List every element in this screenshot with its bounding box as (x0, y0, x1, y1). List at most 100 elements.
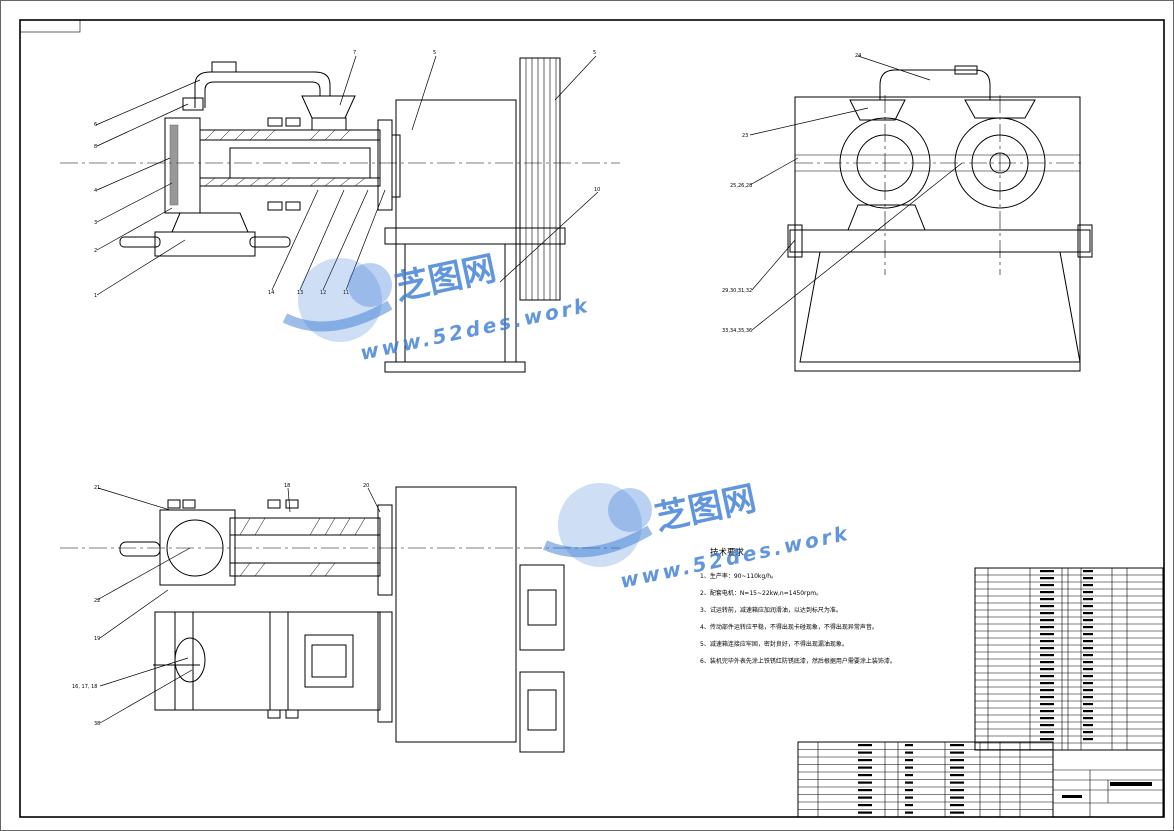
table-cell-mark (950, 796, 964, 799)
table-cell-mark (1083, 654, 1093, 657)
balloon-text: 3 (94, 220, 97, 226)
balloon-text: 1 (94, 293, 97, 299)
table-cell-mark (858, 804, 872, 807)
tech-item: 1、生产率：90~110kg/h。 (700, 572, 777, 580)
table-cell-mark (1040, 612, 1054, 615)
balloon-text: 22 (94, 598, 100, 604)
table-cell-mark (1040, 724, 1054, 727)
table-cell-mark (1040, 696, 1054, 699)
table-cell-mark (1040, 626, 1054, 629)
table-cell-mark (905, 804, 913, 807)
table-cell-mark (1083, 668, 1093, 671)
table-cell-mark (950, 774, 964, 777)
watermark-url: www.52des.work (358, 293, 592, 365)
side-view (787, 65, 1093, 372)
table-cell-mark (1083, 675, 1093, 678)
table-cell-mark (1040, 738, 1054, 741)
technical-requirements: 技术要求 1、生产率：90~110kg/h。 2、配套电机：N=15~22kw,… (700, 547, 896, 665)
table-cell-mark (905, 811, 913, 814)
balloon-text: 2 (94, 248, 97, 254)
balloon-text: 13 (297, 290, 303, 296)
table-cell-mark (1083, 724, 1093, 727)
table-cell-mark (858, 766, 872, 769)
table-cell-mark (858, 744, 872, 747)
table-cell-mark (1040, 682, 1054, 685)
front-section-view (60, 57, 620, 373)
balloon-text: 25,26,28 (730, 183, 752, 189)
balloon-text: 10 (594, 187, 600, 193)
balloon-group-front: 6 8 4 3 2 1 7 5 5 10 14 13 12 1 (94, 50, 600, 299)
tech-item: 5、减速箱连接应牢固，密封良好，不得出现漏油现象。 (700, 640, 848, 648)
table-cell-mark (1083, 640, 1093, 643)
table-cell-mark (1083, 703, 1093, 706)
table-cell-mark (1040, 640, 1054, 643)
table-cell-mark (1083, 598, 1093, 601)
table-cell-mark (858, 789, 872, 792)
table-cell-mark (905, 796, 913, 799)
table-cell-mark (1083, 584, 1093, 587)
table-cell-mark (1040, 661, 1054, 664)
tech-item: 3、试运转前，减速箱应加润滑油，以达到标尺为准。 (700, 606, 842, 614)
table-cell-mark (1083, 619, 1093, 622)
watermark-brand: 芝图网 (652, 478, 760, 538)
table-cell-mark (950, 789, 964, 792)
table-cell-mark (1040, 605, 1054, 608)
table-cell-mark (858, 774, 872, 777)
table-cell-mark (950, 766, 964, 769)
balloon-group-side: 24 23 25,26,28 29,30,31,32 33,34,35,36 (722, 53, 963, 334)
table-cell-mark (858, 759, 872, 762)
table-cell-mark (905, 759, 913, 762)
table-cell-mark (1083, 591, 1093, 594)
table-cell-mark (1040, 717, 1054, 720)
table-cell-mark (1083, 647, 1093, 650)
balloon-text: 16, 17, 18 (72, 684, 97, 690)
tech-item: 2、配套电机：N=15~22kw,n=1450rpm。 (700, 589, 822, 597)
balloon-group-plan: 21 22 18 20 19 16, 17, 18 38 (72, 483, 381, 727)
balloon-text: 12 (320, 290, 326, 296)
balloon-text: 33,34,35,36 (722, 328, 752, 334)
balloon-text: 21 (94, 485, 100, 491)
table-cell-mark (1040, 654, 1054, 657)
table-cell-mark (1040, 668, 1054, 671)
table-cell-mark (905, 781, 913, 784)
watermark-brand: 芝图网 (392, 248, 500, 308)
table-cell-mark (905, 751, 913, 754)
table-cell-mark (950, 759, 964, 762)
table-cell-mark (950, 751, 964, 754)
table-cell-mark (1083, 633, 1093, 636)
table-cell-mark (858, 751, 872, 754)
table-cell-mark (1040, 710, 1054, 713)
table-cell-mark (905, 789, 913, 792)
balloon-text: 23 (742, 133, 748, 139)
table-cell-mark (1040, 731, 1054, 734)
watermark-lower: 芝图网 www.52des.work (542, 478, 852, 593)
table-cell-mark (858, 811, 872, 814)
table-cell-mark (1040, 570, 1054, 573)
table-cell-mark (950, 804, 964, 807)
balloon-text: 4 (94, 188, 97, 194)
plan-view (60, 486, 620, 753)
table-cell-mark (1083, 612, 1093, 615)
table-cell-mark (1040, 591, 1054, 594)
table-cell-mark (1083, 689, 1093, 692)
table-cell-mark (905, 774, 913, 777)
tech-item: 6、装机完毕外表先涂上铁锈红防锈底漆，然后根据用户需要涂上装饰漆。 (700, 657, 896, 665)
table-cell-mark (1083, 570, 1093, 573)
watermark-url: www.52des.work (618, 521, 852, 593)
balloon-text: 29,30,31,32 (722, 288, 752, 294)
table-cell-mark (1040, 675, 1054, 678)
title-block (1052, 749, 1164, 818)
part-balloons: 6 8 4 3 2 1 7 5 5 10 14 13 12 1 (72, 50, 963, 727)
table-cell-mark (1083, 577, 1093, 580)
table-cell-mark (950, 811, 964, 814)
table-cell-mark (1040, 577, 1054, 580)
table-cell-mark (1040, 633, 1054, 636)
table-cell-mark (1083, 738, 1093, 741)
table-cell-mark (950, 781, 964, 784)
table-cell-mark (1083, 731, 1093, 734)
parts-list-lower (797, 741, 1054, 818)
table-cell-mark (1040, 703, 1054, 706)
table-cell-mark (1083, 605, 1093, 608)
balloon-text: 20 (363, 483, 369, 489)
